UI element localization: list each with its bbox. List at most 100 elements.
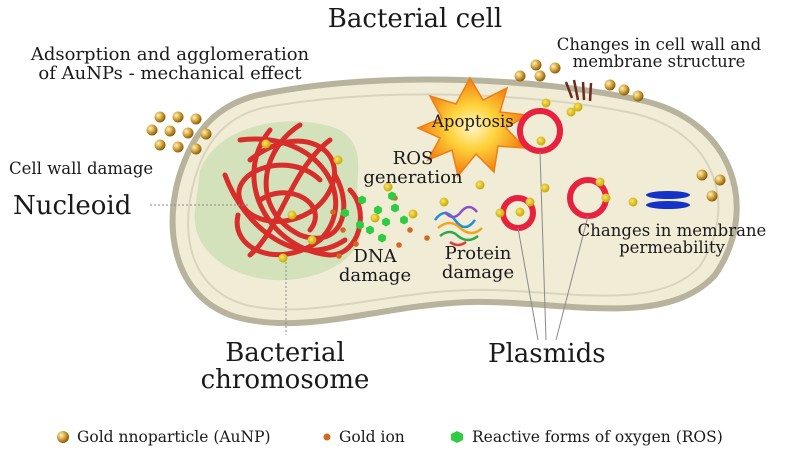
wall-damage-marks [564,79,593,102]
gold-nanoparticle [514,70,526,82]
ros-particle [341,208,349,218]
gold-nanoparticle [190,113,202,125]
gold-nanoparticle [146,124,158,136]
gold-nanoparticle [164,125,176,137]
adsorption-line-2: of AuNPs - mechanical effect [38,62,302,84]
protein-damage-label: Protein damage [428,243,528,283]
gold-particle-inside [287,210,297,220]
cell-wall-damage-label: Cell wall damage [9,159,154,178]
gold-particle-inside [370,213,380,223]
gold-nanoparticle-icon [57,431,69,443]
gold-particle-inside [540,183,550,193]
gold-nanoparticle [154,139,166,151]
ros-line-1: ROS [392,148,434,169]
ros-particle [382,217,390,227]
gold-ion [407,227,413,233]
permeability-line-2: permeability [619,238,725,258]
gold-particle-inside [333,155,343,165]
ros-particle [388,191,396,201]
gold-nanoparticle [714,174,726,186]
permeability-label: Changes in membrane permeability [562,222,782,257]
gold-nanoparticle [200,128,212,140]
gold-particle-inside [601,193,611,203]
gold-nanoparticle [190,143,202,155]
wall-changes-line-1: Changes in cell wall and [556,35,762,54]
nucleoid-label: Nucleoid [13,191,132,221]
adsorption-label: Adsorption and agglomeration of AuNPs - … [0,44,340,84]
gold-particle-inside [261,139,271,149]
gold-particle-inside [628,197,638,207]
legend-item-ros: Reactive forms of oxygen (ROS) [449,428,723,446]
gold-nanoparticle [172,111,184,123]
gold-nanoparticle [172,141,184,153]
gold-nanoparticle [154,111,166,123]
dna-line-2: damage [338,264,412,286]
chromosome-line-1: Bacterial [225,338,345,368]
gold-nanoparticle [534,70,546,82]
gold-nanoparticle [549,62,561,74]
gold-nanoparticle [604,79,616,91]
ros-particle [400,215,408,225]
gold-ion [336,253,342,259]
callout-lines [150,151,589,341]
membrane-channel [646,191,690,209]
permeability-line-1: Changes in membrane [577,221,767,240]
ros-icon [451,431,463,443]
ros-particle [374,205,382,215]
protein-line-1: Protein [444,243,512,264]
gold-particle-inside [495,208,505,218]
gold-nanoparticle [706,190,718,202]
gold-particle-inside [439,197,449,207]
protein-structure [433,205,483,247]
protein-line-2: damage [441,261,515,283]
wall-changes-line-2: membrane structure [572,52,746,72]
gold-particle-inside [408,209,418,219]
bacterial-chromosome [222,122,363,258]
gold-ion-icon [323,433,331,441]
gold-particle-inside [541,98,551,108]
ros-particle [391,203,399,213]
gold-nanoparticle [632,90,644,102]
gold-nanoparticle [618,84,630,96]
ros-generation-label: ROS generation [358,148,468,188]
wall-changes-label: Changes in cell wall and membrane struct… [534,36,784,71]
ros-particle [358,195,366,205]
gold-ion [353,241,359,247]
ros-particle [366,225,374,235]
legend-item-ion: Gold ion [322,428,405,446]
gold-particle-inside [573,102,583,112]
plasmids-label: Plasmids [488,339,606,369]
gold-nanoparticle [696,169,708,181]
dna-line-1: DNA [353,246,397,267]
gold-particle-inside [595,177,605,187]
particle-layer [146,59,726,263]
gold-ion [396,242,402,248]
gold-particle-inside [536,136,546,146]
gold-particle-inside [307,235,317,245]
dna-damage-label: DNA damage [330,246,420,286]
gold-particle-inside [475,180,485,190]
gold-nanoparticle [530,59,542,71]
diagram-title: Bacterial cell [327,4,503,34]
adsorption-line-1: Adsorption and agglomeration [30,44,310,65]
cell-membrane [187,93,720,311]
legend-label-ion: Gold ion [339,428,405,446]
gold-particle-inside [525,197,535,207]
ros-particle [378,233,386,243]
gold-ion [340,227,346,233]
gold-particle-inside [383,182,393,192]
gold-ion [424,235,430,241]
apoptosis-burst [416,76,530,178]
legend-item-nanoparticle: Gold nnoparticle (AuNP) [56,428,271,446]
ros-line-2: generation [363,166,463,188]
apoptosis-label: Apoptosis [432,112,514,131]
gold-particle-inside [566,107,576,117]
gold-nanoparticle [182,127,194,139]
bacterial-chromosome-label: Bacterial chromosome [200,338,370,395]
legend-label-nanoparticle: Gold nnoparticle (AuNP) [77,428,271,446]
gold-particle-inside [515,207,525,217]
ros-particle [356,220,364,230]
gold-ion [330,209,336,215]
